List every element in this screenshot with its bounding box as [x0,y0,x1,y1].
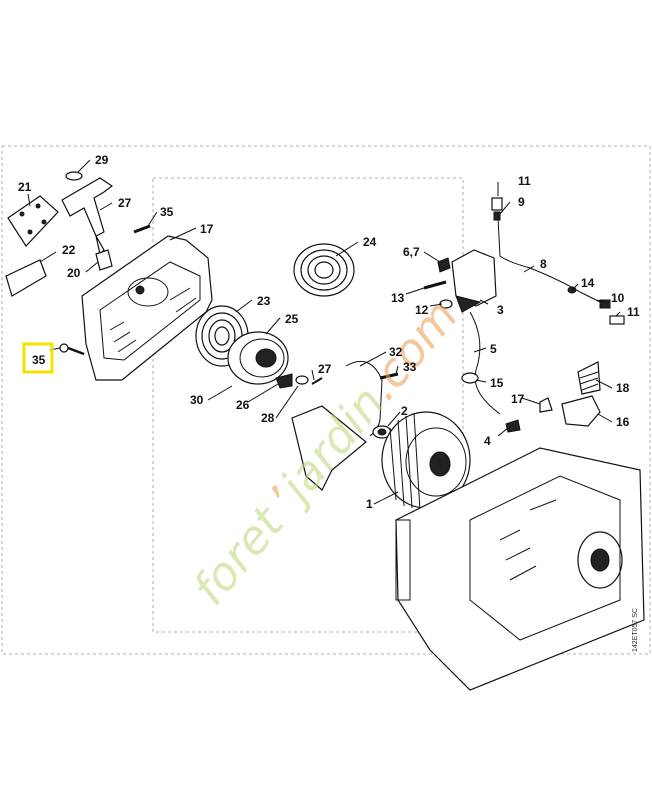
group-frame [152,177,464,633]
part-20-bushing [95,249,113,271]
part-33-screw [379,372,399,380]
part-3-ignition-module [451,249,497,313]
callout-label: 21 [18,180,32,194]
callout-label: 11 [518,174,531,188]
part-8-short-circuit-wire [497,217,605,305]
callout-label: 29 [95,153,109,167]
callout-label: 24 [363,235,377,249]
part-9-connector [493,211,501,221]
callout-label: 9 [518,195,525,209]
callout-label: 26 [236,398,250,412]
part-labels: 29 21 27 35 17 22 20 35 24 23 25 30 26 2… [18,153,640,511]
callout-label: 10 [611,291,625,305]
callout-label: 1 [366,497,373,511]
part-16-spark-plug-boot [561,395,601,427]
watermark-text-1: foret [182,495,295,615]
callout-label: 2 [401,404,408,418]
part-13-screw [423,280,447,290]
part-26-pawl [275,373,293,389]
callout-label: 18 [616,381,630,395]
part-27-spring-clip [311,377,323,385]
part-17-spring [539,397,553,413]
outer-frame [1,145,651,655]
callout-label: 25 [285,312,299,326]
part-28-washer [295,375,309,385]
callout-label: 20 [67,266,81,280]
callout-label: 28 [261,411,275,425]
callout-label: 17 [200,222,214,236]
part-25-rope-rotor [227,331,289,385]
callout-label: 22 [62,243,76,257]
part-5-ignition-lead [469,311,501,415]
drawing-code: 142ET057 SC [632,608,639,652]
callout-label: 35 [160,205,174,219]
part-24-rewind-spring [293,243,355,297]
callout-label: 8 [540,257,547,271]
baffle-plate [291,405,367,491]
part-29-starter-grip [61,171,114,256]
part-2-nut [372,425,392,439]
engine-crankcase [395,447,645,691]
callout-label: 5 [490,342,497,356]
part-19-fan-housing [81,235,213,381]
part-10-connector [599,299,611,309]
part-11-terminal [609,315,625,325]
part-21-filter-disk [7,195,59,247]
part-6-7-spacer [437,257,451,273]
part-11-terminal-top [491,197,503,211]
part-15-grommet [461,372,479,384]
callout-label: 6,7 [403,245,420,259]
part-18-spark-plug-boot-spring [577,361,601,395]
part-34-screw [133,224,151,234]
part-4-bushing [505,419,521,433]
callout-label: 12 [415,303,429,317]
callout-label: 27 [318,362,332,376]
callout-label: 13 [391,291,405,305]
leader-lines [27,159,621,505]
callout-label: 33 [403,360,417,374]
part-22-plate [5,259,47,297]
callout-label: 15 [490,376,504,390]
part-1-flywheel [381,411,471,511]
part-35-screw [59,343,85,356]
callout-label: 27 [118,196,132,210]
callout-label: 14 [581,276,595,290]
callout-label: 23 [257,294,271,308]
callout-label: 16 [616,415,630,429]
highlight-box [22,342,54,374]
callout-label: 4 [484,434,491,448]
callout-label: 17 [511,392,525,406]
callout-label-highlighted: 35 [32,353,46,367]
callout-label: 3 [497,303,504,317]
callout-label: 11 [627,305,640,319]
callout-label: 30 [190,393,204,407]
callout-label: 32 [389,345,403,359]
